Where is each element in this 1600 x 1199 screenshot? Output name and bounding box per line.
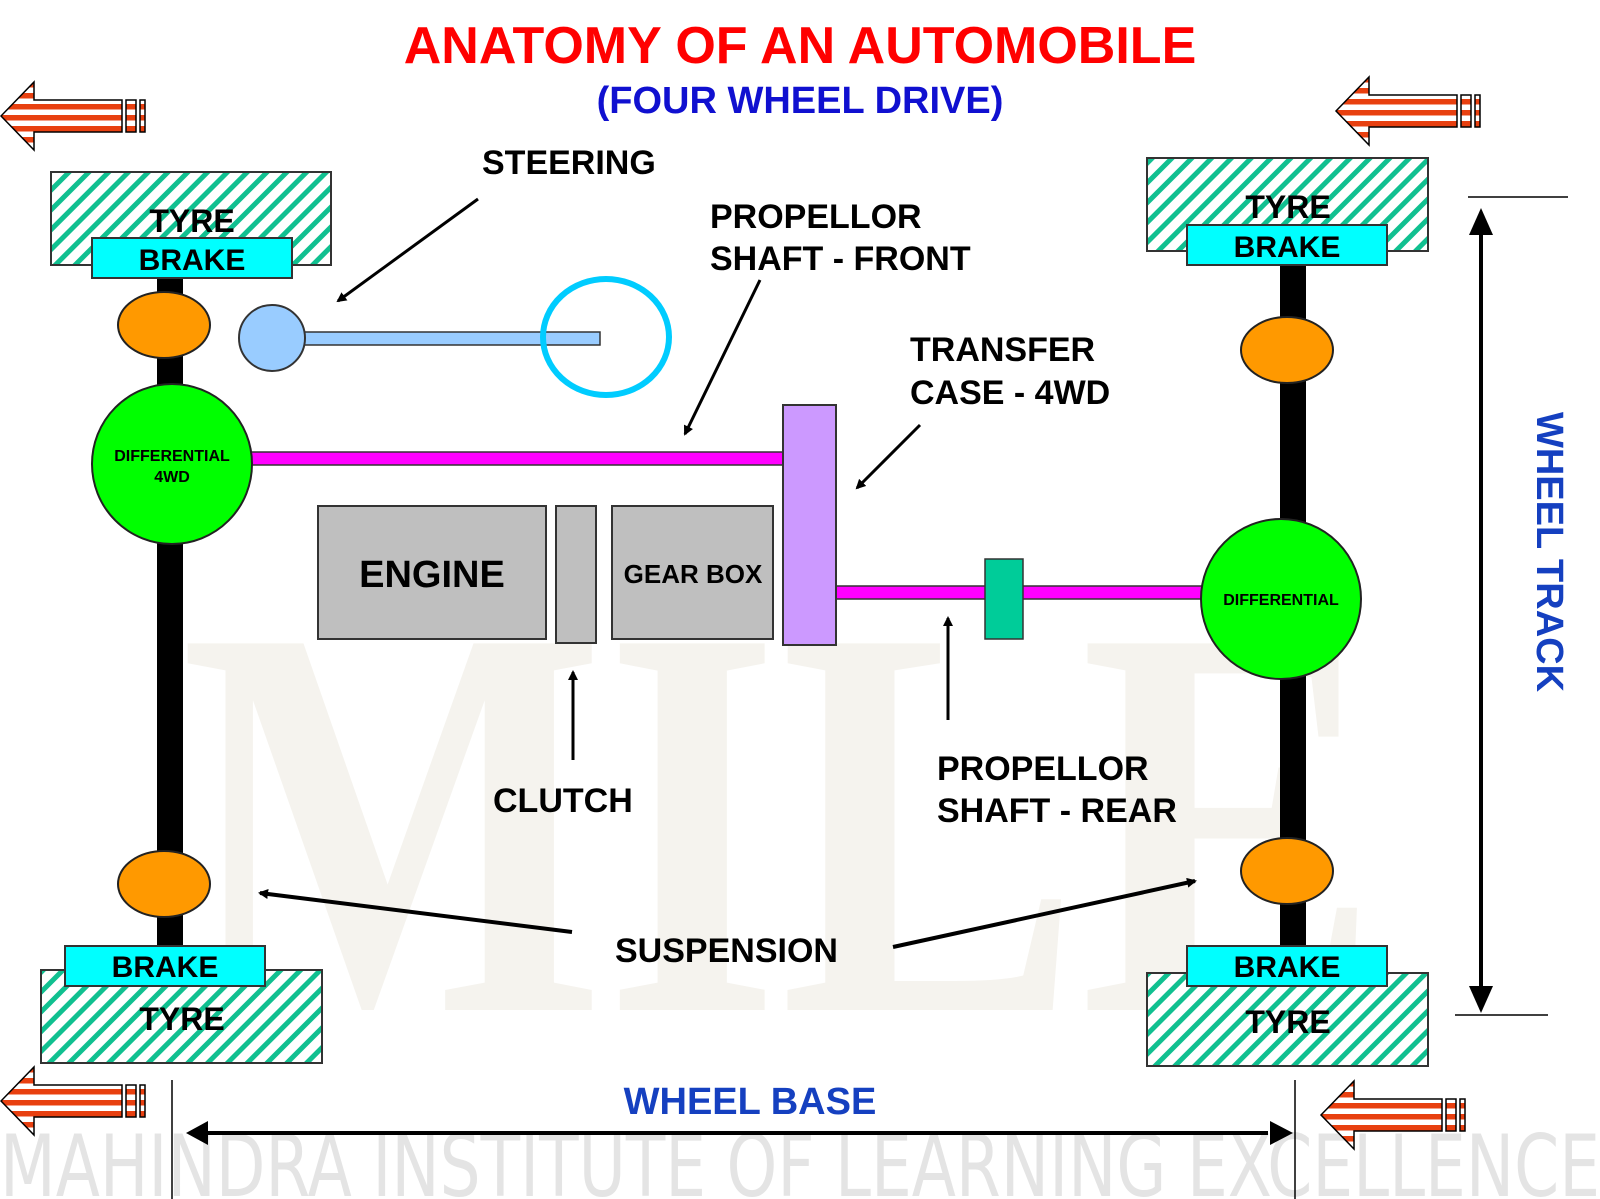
transfer-case — [782, 404, 837, 646]
page-subtitle: (FOUR WHEEL DRIVE) — [597, 80, 1004, 122]
universal-joint — [984, 558, 1024, 640]
gearbox-block — [611, 505, 774, 640]
transfer-case-callout-arrow — [855, 423, 922, 490]
brake — [1186, 945, 1388, 987]
engine-block — [317, 505, 547, 640]
tyre — [1146, 972, 1429, 1067]
suspension-rear-left — [117, 850, 211, 918]
brake — [91, 237, 293, 279]
propeller-shaft-front — [239, 451, 789, 466]
wheel-rear-right: TYRE BRAKE — [1146, 945, 1429, 1067]
suspension-front-left — [117, 291, 211, 359]
rear-differential — [1200, 518, 1362, 680]
direction-arrow-top-right-icon — [1334, 75, 1481, 147]
wheel-track-arrowhead-top — [1469, 208, 1493, 235]
rear-differential-label: DIFFERENTIAL — [1223, 592, 1339, 609]
tyre-label: TYRE — [149, 203, 234, 239]
tyre-label: TYRE — [1245, 1004, 1330, 1040]
transfer-case-callout-label-1: TRANSFER — [910, 331, 1095, 369]
front-differential — [91, 383, 253, 545]
engine-label: ENGINE — [359, 554, 505, 596]
clutch-block — [555, 505, 597, 644]
direction-arrow-bottom-right-icon — [1319, 1079, 1466, 1151]
suspension-front-right — [1240, 316, 1334, 384]
watermark-institute-text: MAHINDRA INSTITUTE OF LEARNING EXCELLENC… — [0, 1117, 1600, 1199]
wheel-rear-left: TYRE BRAKE — [40, 945, 323, 1064]
wheel-front-right: TYRE BRAKE — [1146, 157, 1429, 266]
steering-callout-label: STEERING — [482, 144, 656, 182]
brake — [1186, 224, 1388, 266]
wheel-track-arrowhead-bottom — [1469, 986, 1493, 1013]
wheel-front-left: TYRE BRAKE — [50, 171, 332, 279]
suspension-right-callout-arrow — [892, 877, 1197, 949]
steering-wheel — [540, 276, 672, 398]
propeller-rear-callout-label-2: SHAFT - REAR — [937, 792, 1177, 830]
propeller-front-callout-label-1: PROPELLOR — [710, 198, 922, 236]
propeller-front-callout-arrow — [683, 279, 762, 436]
direction-arrow-bottom-left-icon — [0, 1065, 146, 1137]
wheel-base-arrowhead-right — [1270, 1121, 1293, 1145]
brake-label: BRAKE — [112, 951, 219, 984]
wheel-track-label: WHEEL TRACK — [1528, 412, 1570, 693]
suspension-callout-label: SUSPENSION — [615, 932, 838, 970]
clutch-callout-label: CLUTCH — [493, 782, 633, 820]
steering-callout-arrow — [336, 197, 479, 303]
brake — [64, 945, 266, 987]
steering-column — [299, 331, 601, 346]
steering-box — [238, 304, 306, 372]
propeller-front-callout-label-2: SHAFT - FRONT — [710, 240, 971, 278]
brake-label: BRAKE — [1234, 231, 1341, 264]
brake-label: BRAKE — [139, 244, 246, 277]
front-differential-label-2: 4WD — [154, 469, 190, 486]
transfer-case-callout-label-2: CASE - 4WD — [910, 374, 1110, 412]
tyre-label: TYRE — [139, 1001, 224, 1037]
propeller-rear-callout-label-1: PROPELLOR — [937, 750, 1149, 788]
page-title: ANATOMY OF AN AUTOMOBILE — [404, 17, 1197, 75]
front-differential-label-1: DIFFERENTIAL — [114, 448, 230, 465]
wheel-base-arrowhead-left — [186, 1121, 208, 1145]
gearbox-label: GEAR BOX — [624, 559, 763, 589]
direction-arrow-top-left-icon — [0, 80, 146, 152]
suspension-rear-right — [1240, 837, 1334, 905]
brake-label: BRAKE — [1234, 951, 1341, 984]
wheel-base-label: WHEEL BASE — [624, 1081, 877, 1123]
suspension-left-callout-arrow — [258, 889, 573, 934]
tyre-label: TYRE — [1245, 189, 1330, 225]
